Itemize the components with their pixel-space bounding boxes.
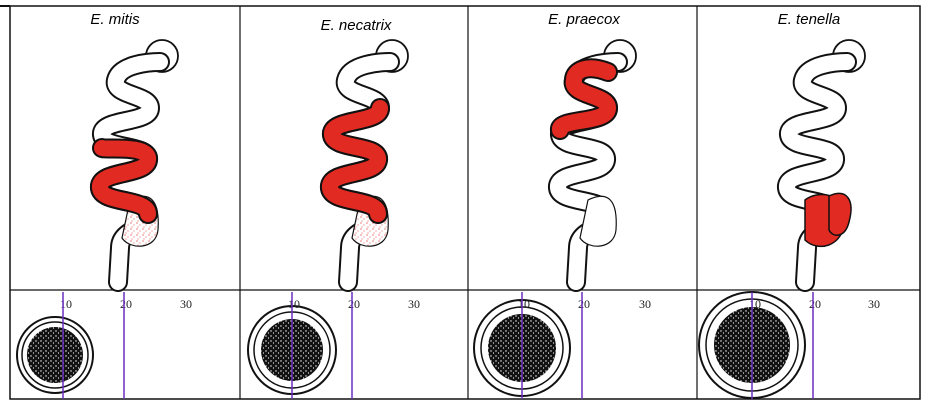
panel-title: E. tenella <box>778 11 841 28</box>
tick-label: 10 <box>60 297 72 311</box>
tick-label: 30 <box>408 297 420 311</box>
tick-label: 10 <box>288 297 300 311</box>
tick-label: 30 <box>180 297 192 311</box>
tick-label: 10 <box>749 297 761 311</box>
tick-label: 20 <box>809 297 821 311</box>
tick-label: 20 <box>120 297 132 311</box>
tick-label: 30 <box>639 297 651 311</box>
tick-label: 20 <box>578 297 590 311</box>
tick-label: 30 <box>868 297 880 311</box>
panel-title: E. necatrix <box>321 17 392 34</box>
panel-title: E. praecox <box>548 11 620 28</box>
tick-label: 20 <box>348 297 360 311</box>
oocyst <box>17 317 93 393</box>
panel-title: E. mitis <box>90 11 140 28</box>
tick-label: 10 <box>518 297 530 311</box>
